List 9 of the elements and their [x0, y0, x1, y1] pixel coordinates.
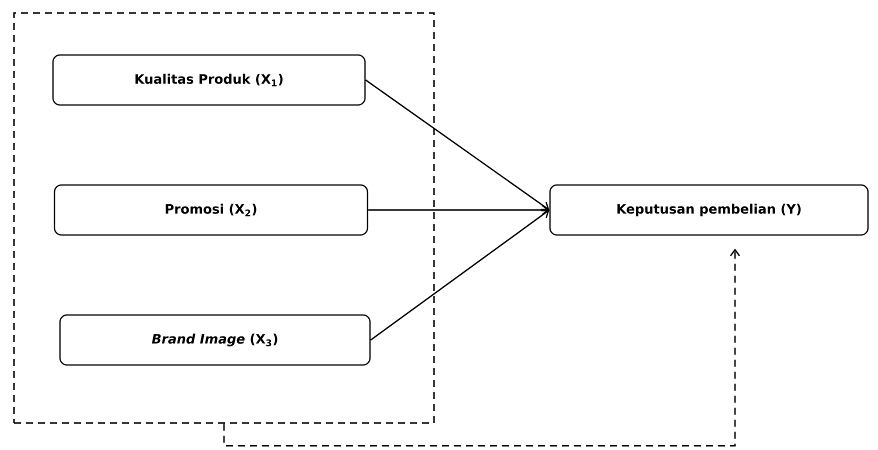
- dashed-group-box: [13, 12, 435, 424]
- arrow: [370, 210, 550, 341]
- variable-box: Keputusan pembelian (Y): [549, 184, 869, 236]
- variable-box: Promosi (X$_{2}$): [54, 184, 368, 236]
- arrow: [368, 204, 550, 216]
- variable-box: Kualitas Produk (X$_{1}$): [52, 54, 366, 106]
- variable-box: Brand Image (X$_{3}$): [59, 314, 371, 366]
- dashed-connector: [223, 248, 740, 446]
- arrow: [365, 79, 550, 210]
